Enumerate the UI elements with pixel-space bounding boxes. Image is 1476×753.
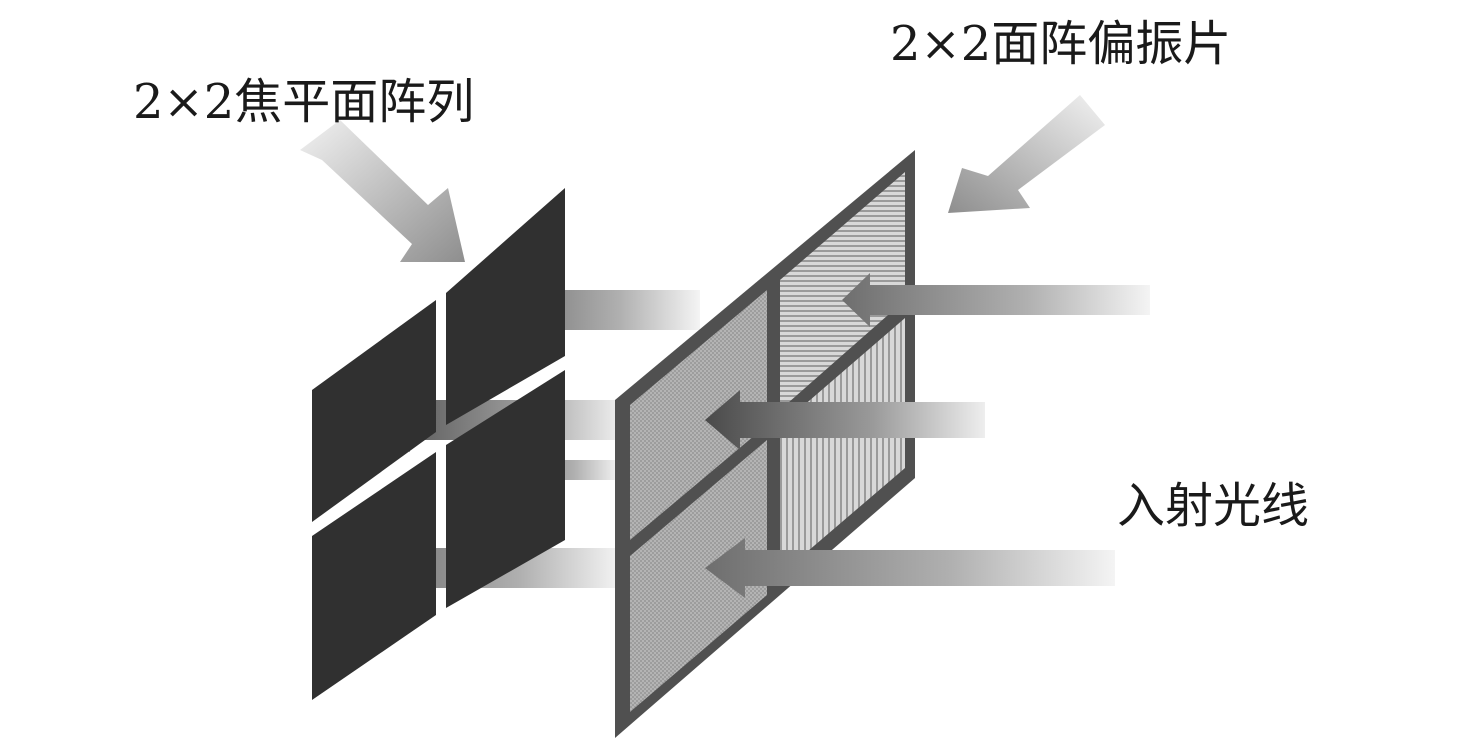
beam-group-front (705, 273, 1150, 598)
polarizer-array (615, 150, 915, 738)
label-polarizer-array: 2×2面阵偏振片 (890, 16, 1232, 72)
incident-beam-bottom (705, 538, 1115, 598)
detector-cell-bottom-right (446, 370, 565, 608)
detector-cell-bottom-left (312, 452, 436, 700)
label-focal-plane-array: 2×2焦平面阵列 (133, 74, 475, 130)
label-incident-light: 入射光线 (1117, 478, 1310, 534)
detector-cell-top-left (312, 300, 436, 522)
polarizer-cell-bottom-right (780, 318, 905, 575)
polarizer-cell-bottom-left (630, 440, 767, 712)
incident-beam-top (842, 273, 1150, 327)
detector-cell-top-right (446, 188, 565, 425)
focal-plane-array (312, 188, 565, 700)
pointer-arrow-focal-plane (300, 120, 465, 262)
polarizer-cell-top-left (630, 290, 767, 540)
pointer-arrow-polarizer (948, 95, 1105, 213)
incident-beam-upper-mid (705, 390, 985, 450)
polarizer-cell-top-right (780, 172, 905, 410)
